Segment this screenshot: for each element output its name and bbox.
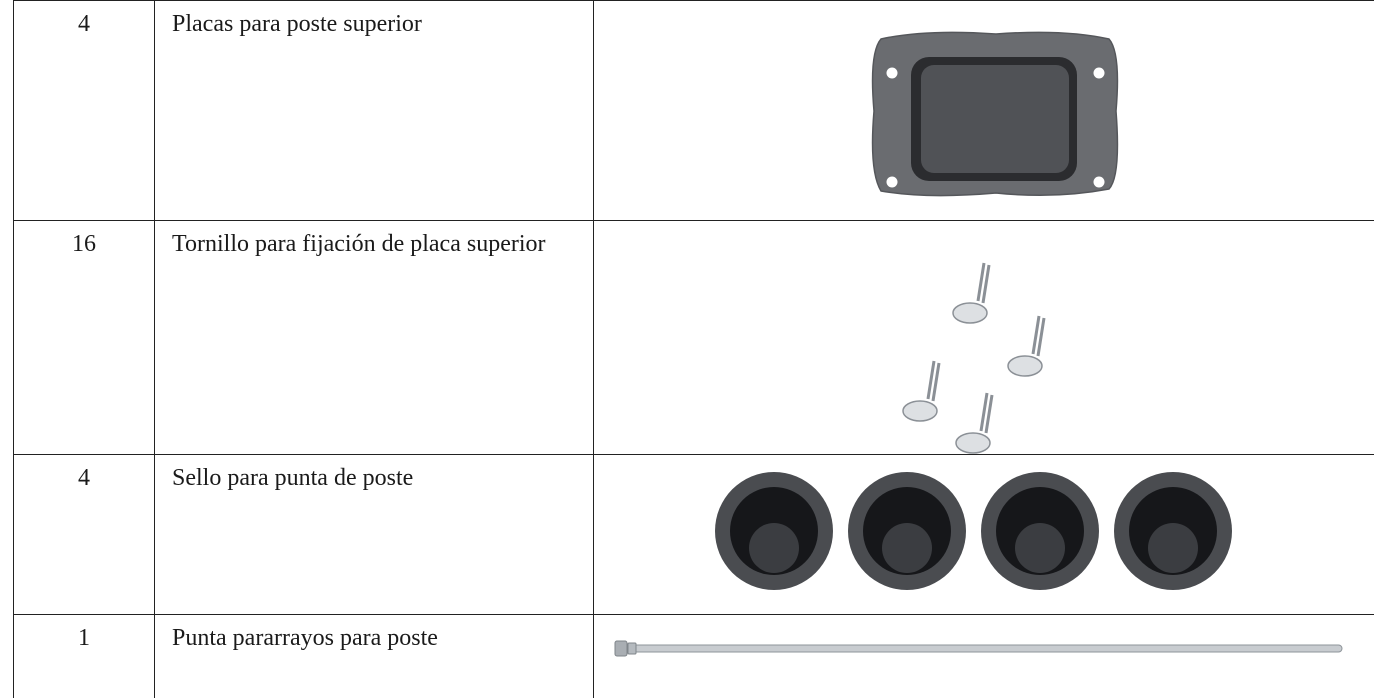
description-text: Sello para punta de poste (155, 455, 593, 493)
table-row: 1 Punta pararrayos para poste (14, 615, 1374, 698)
image-cell (594, 1, 1374, 221)
qty-value: 4 (14, 1, 154, 39)
qty-value: 4 (14, 455, 154, 493)
description-text: Placas para poste superior (155, 1, 593, 39)
description-cell: Placas para poste superior (155, 1, 594, 221)
table-row: 4 Placas para poste superior (14, 1, 1374, 221)
qty-value: 16 (14, 221, 154, 259)
description-text: Punta pararrayos para poste (155, 615, 593, 653)
qty-cell: 16 (14, 221, 155, 455)
post-tip-seal-icon (594, 455, 1374, 614)
qty-cell: 1 (14, 615, 155, 698)
parts-table: 4 Placas para poste superior 16 Tornillo… (13, 0, 1374, 698)
qty-value: 1 (14, 615, 154, 653)
description-cell: Tornillo para fijación de placa superior (155, 221, 594, 455)
description-cell: Sello para punta de poste (155, 455, 594, 615)
table-row: 16 Tornillo para fijación de placa super… (14, 221, 1374, 455)
image-cell (594, 615, 1374, 698)
plate-screw-icon (594, 221, 1374, 454)
qty-cell: 4 (14, 455, 155, 615)
description-cell: Punta pararrayos para poste (155, 615, 594, 698)
lightning-rod-icon (594, 615, 1374, 698)
description-text: Tornillo para fijación de placa superior (155, 221, 593, 259)
image-cell (594, 455, 1374, 615)
qty-cell: 4 (14, 1, 155, 221)
table-row: 4 Sello para punta de poste (14, 455, 1374, 615)
top-post-plate-icon (594, 1, 1374, 220)
image-cell (594, 221, 1374, 455)
